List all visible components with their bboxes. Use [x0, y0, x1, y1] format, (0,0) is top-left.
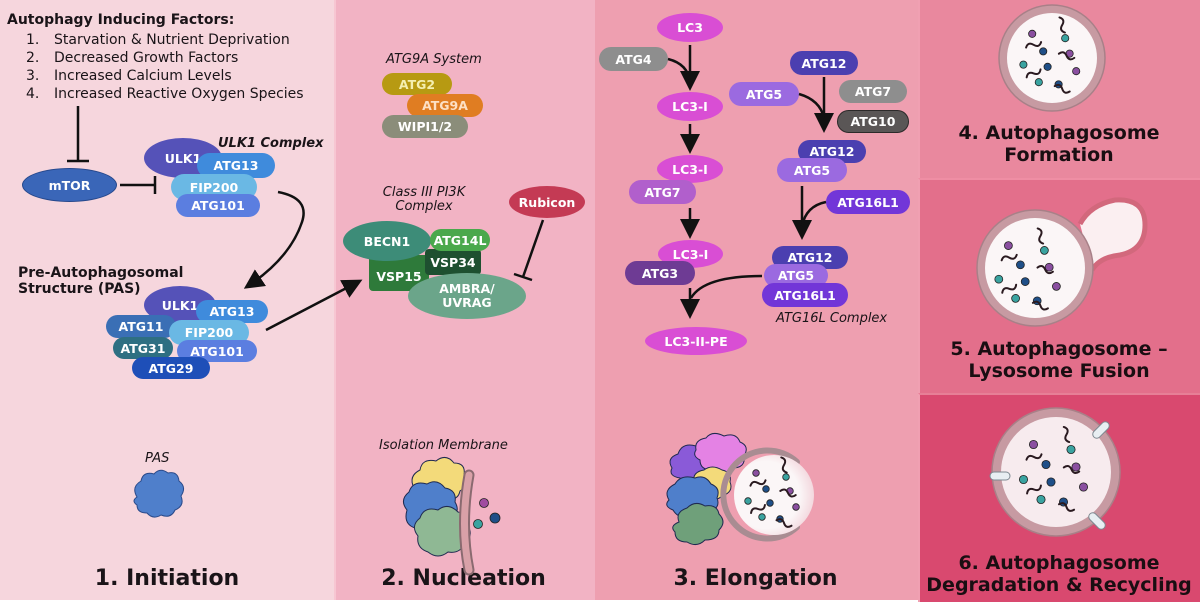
- protein-atg29: ATG29: [132, 357, 210, 379]
- protein-vsp34: VSP34: [425, 249, 481, 275]
- protein-lc3: LC3: [657, 13, 723, 42]
- isolation-membrane-label: Isolation Membrane: [379, 438, 508, 453]
- protein-lc3-i: LC3-I: [657, 92, 723, 121]
- protein-atg14l: ATG14L: [430, 229, 490, 251]
- factor-item: 4.Increased Reactive Oxygen Species: [26, 86, 304, 102]
- stage-title-nucleation: 2. Nucleation: [381, 566, 546, 591]
- protein-atg31: ATG31: [113, 337, 173, 359]
- protein-atg101: ATG101: [176, 194, 260, 217]
- protein-atg10: ATG10: [837, 110, 909, 133]
- stage-title-fusion: 5. Autophagosome – Lysosome Fusion: [950, 338, 1168, 382]
- protein-atg5: ATG5: [777, 158, 847, 182]
- protein-atg7: ATG7: [629, 180, 696, 204]
- protein-atg7: ATG7: [839, 80, 907, 103]
- pas-icon-label: PAS: [145, 451, 170, 466]
- protein-rubicon: Rubicon: [509, 186, 585, 218]
- protein-lc3-ii-pe: LC3-II-PE: [645, 327, 747, 355]
- protein-atg5: ATG5: [729, 82, 799, 106]
- stage-title-elongation: 3. Elongation: [673, 566, 838, 591]
- pi3k-complex-label: Class III PI3K Complex: [382, 185, 466, 214]
- protein-atg12: ATG12: [790, 51, 858, 75]
- atg9a-system-label: ATG9A System: [386, 52, 482, 67]
- protein-atg101: ATG101: [177, 340, 257, 362]
- pas-label: Pre-Autophagosomal Structure (PAS): [18, 265, 184, 297]
- stage-title-initiation: 1. Initiation: [94, 566, 240, 591]
- protein-atg3: ATG3: [625, 261, 695, 285]
- protein-atg13: ATG13: [196, 300, 268, 323]
- protein-ambra-uvrag: AMBRA/ UVRAG: [408, 273, 526, 319]
- atg16l-complex-label: ATG16L Complex: [776, 311, 888, 326]
- factor-item: 3.Increased Calcium Levels: [26, 68, 232, 84]
- protein-atg2: ATG2: [382, 73, 452, 95]
- factor-item: 2.Decreased Growth Factors: [26, 50, 239, 66]
- protein-atg11: ATG11: [106, 315, 176, 338]
- protein-lc3-i: LC3-I: [657, 155, 723, 183]
- protein-atg16l1: ATG16L1: [762, 283, 848, 307]
- protein-atg4: ATG4: [599, 47, 668, 71]
- factor-item: 1.Starvation & Nutrient Deprivation: [26, 32, 290, 48]
- protein-wipi12: WIPI1/2: [382, 115, 468, 138]
- ulk1-complex-label: ULK1 Complex: [218, 136, 324, 151]
- protein-atg12: ATG12: [772, 246, 848, 269]
- protein-atg13: ATG13: [197, 153, 275, 178]
- stage-title-degradation: 6. Autophagosome Degradation & Recycling: [926, 552, 1192, 596]
- factors-title: Autophagy Inducing Factors:: [7, 12, 235, 28]
- protein-mtor: mTOR: [22, 168, 117, 202]
- factors-list: 1.Starvation & Nutrient Deprivation 2.De…: [26, 31, 304, 103]
- protein-atg16l1: ATG16L1: [826, 190, 910, 214]
- protein-atg12: ATG12: [798, 140, 866, 163]
- stage-title-formation: 4. Autophagosome Formation: [958, 122, 1160, 166]
- protein-becn1: BECN1: [343, 221, 431, 261]
- protein-atg9a: ATG9A: [407, 94, 483, 117]
- protein-atg5: ATG5: [764, 264, 828, 287]
